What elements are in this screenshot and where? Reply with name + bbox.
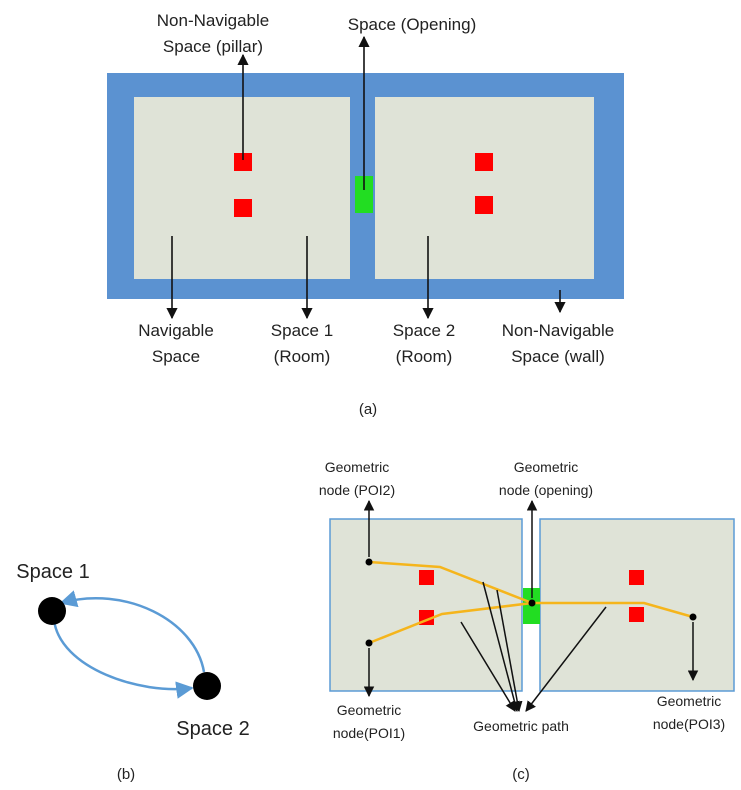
caption-a: (a): [359, 401, 377, 418]
caption-c: (c): [512, 766, 530, 783]
room-right: [539, 518, 735, 692]
geometric-path-poi1: [368, 601, 533, 645]
pillar: [629, 607, 644, 622]
label-pillar-line1: Non-Navigable: [157, 11, 269, 30]
graph-edge-top: [59, 590, 206, 673]
pillar: [234, 153, 252, 171]
label-opening-node-line2: node (opening): [499, 482, 593, 498]
label-poi3-line2: node(POI3): [653, 716, 725, 732]
panel-c: Geometric node (POI2) Geometric node (op…: [319, 459, 735, 783]
caption-b: (b): [117, 766, 135, 783]
geometric-node-opening: [528, 599, 536, 607]
room-2: [375, 97, 594, 279]
graph-edge-bottom: [52, 619, 194, 699]
label-node-space2: Space 2: [176, 718, 249, 740]
panel-a: Non-Navigable Space (pillar) Space (Open…: [107, 11, 624, 418]
room-left: [329, 518, 523, 692]
label-space1-line1: Space 1: [271, 321, 333, 340]
geometric-path-poi2: [368, 560, 533, 605]
label-navigable-line1: Navigable: [138, 321, 214, 340]
label-navigable-line2: Space: [152, 347, 200, 366]
label-space1-line2: (Room): [274, 347, 331, 366]
label-space2-line1: Space 2: [393, 321, 455, 340]
label-space2-line2: (Room): [396, 347, 453, 366]
label-poi2-line2: node (POI2): [319, 482, 395, 498]
pillar: [629, 570, 644, 585]
graph-node-space1: [38, 597, 66, 625]
label-poi3-line1: Geometric: [657, 693, 722, 709]
pillar: [419, 570, 434, 585]
label-opening: Space (Opening): [348, 15, 477, 34]
label-poi2-line1: Geometric: [325, 459, 390, 475]
label-wall-line1: Non-Navigable: [502, 321, 614, 340]
label-poi1-line2: node(POI1): [333, 725, 405, 741]
label-poi1-line1: Geometric: [337, 702, 402, 718]
pillar: [234, 199, 252, 217]
geometric-node-poi1: [365, 639, 373, 647]
label-pillar-line2: Space (pillar): [163, 37, 263, 56]
geometric-node-poi3: [689, 613, 697, 621]
arrow-path-3: [496, 589, 523, 713]
geometric-path-poi3: [532, 601, 694, 619]
graph-node-space2: [193, 672, 221, 700]
label-geometric-path: Geometric path: [473, 718, 569, 734]
label-node-space1: Space 1: [16, 561, 89, 583]
pillar: [475, 196, 493, 214]
room-1: [134, 97, 350, 279]
label-wall-line2: Space (wall): [511, 347, 605, 366]
panel-b: Space 1 Space 2 (b): [16, 561, 249, 783]
arrow-path-4: [525, 606, 607, 712]
opening-door: [355, 176, 373, 213]
pillar: [475, 153, 493, 171]
geometric-node-poi2: [365, 558, 373, 566]
arrow-path-2: [482, 581, 520, 713]
arrow-path-1: [460, 621, 516, 712]
label-opening-node-line1: Geometric: [514, 459, 579, 475]
